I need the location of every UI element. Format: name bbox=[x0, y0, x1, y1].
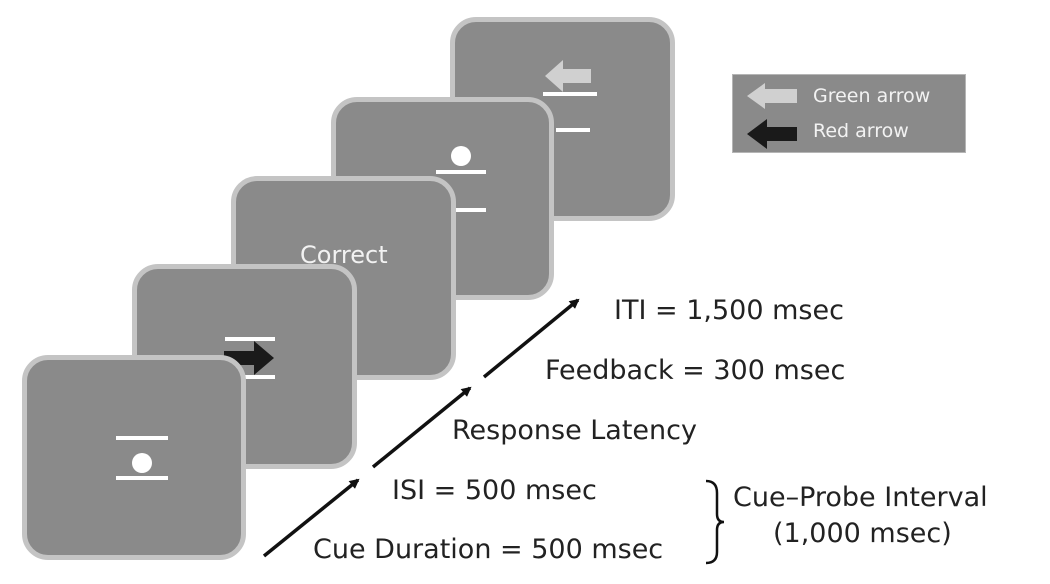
green-arrow-icon bbox=[545, 60, 591, 92]
isi-label: ISI = 500 msec bbox=[392, 475, 597, 506]
time-arrow-segment-2 bbox=[371, 386, 472, 469]
lower-bar bbox=[448, 208, 486, 212]
upper-bar bbox=[116, 436, 168, 440]
time-arrow-segment-3 bbox=[482, 298, 580, 379]
cue-duration-label: Cue Duration = 500 msec bbox=[313, 534, 664, 565]
cue-probe-interval-label: Cue–Probe Interval bbox=[733, 482, 988, 513]
dot-icon bbox=[451, 146, 471, 166]
lower-bar bbox=[225, 375, 275, 379]
response-latency-label: Response Latency bbox=[452, 415, 697, 446]
feedback-label: Feedback = 300 msec bbox=[545, 355, 846, 386]
interval-bracket bbox=[705, 479, 725, 565]
lower-bar bbox=[116, 476, 168, 480]
legend-red-label: Red arrow bbox=[813, 120, 909, 142]
cue-screen bbox=[22, 355, 246, 560]
dot-icon bbox=[132, 453, 152, 473]
red-arrow-icon bbox=[747, 119, 797, 149]
upper-bar bbox=[543, 92, 597, 96]
green-arrow-icon bbox=[747, 83, 797, 109]
upper-bar bbox=[436, 170, 486, 174]
iti-label: ITI = 1,500 msec bbox=[614, 295, 844, 326]
time-arrow-segment-1 bbox=[262, 478, 360, 558]
upper-bar bbox=[225, 337, 275, 341]
lower-bar bbox=[556, 128, 590, 132]
arrow-legend: Green arrow Red arrow bbox=[732, 74, 966, 153]
cue-probe-interval-value: (1,000 msec) bbox=[773, 518, 952, 549]
legend-green-label: Green arrow bbox=[813, 85, 931, 107]
red-arrow-icon bbox=[224, 341, 274, 375]
